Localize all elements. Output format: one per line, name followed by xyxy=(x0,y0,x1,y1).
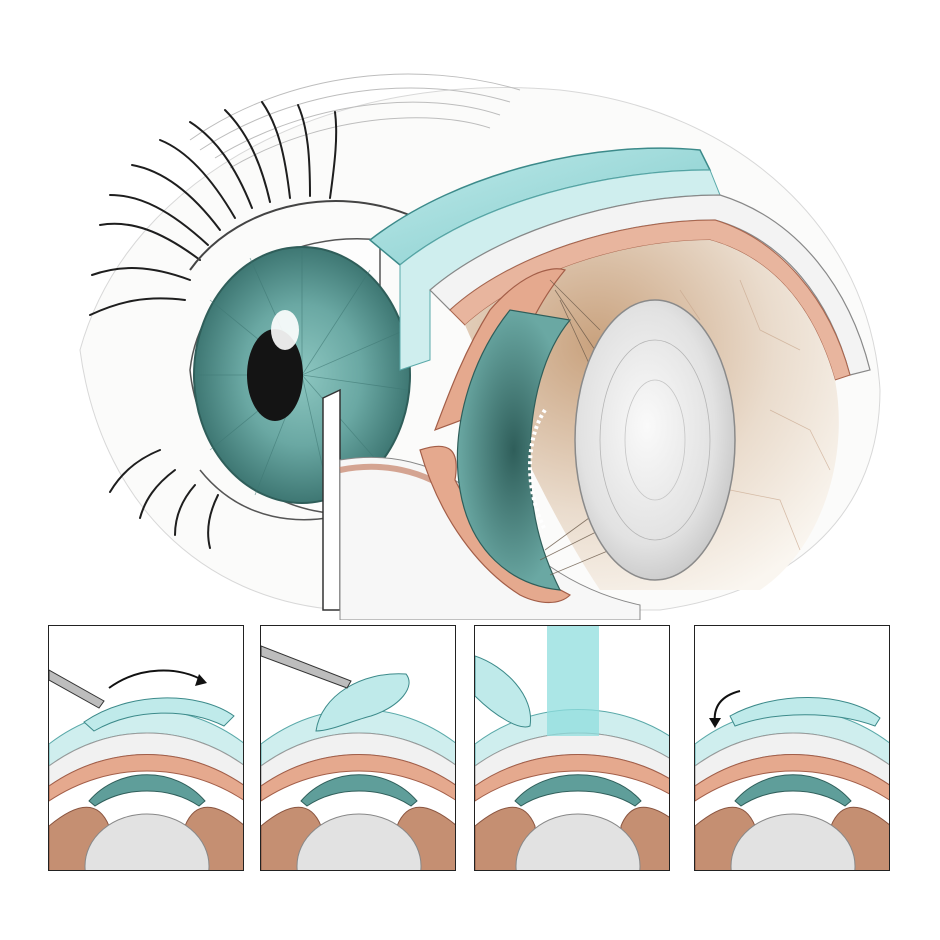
blade-icon xyxy=(49,669,105,709)
crystalline-lens-icon xyxy=(574,299,736,581)
laser-beam-icon xyxy=(547,626,599,736)
pupil-icon xyxy=(247,310,303,421)
corneal-flap-icon xyxy=(83,697,235,732)
spatula-icon xyxy=(261,645,352,689)
eye-cross-section-illustration xyxy=(79,73,881,620)
lifted-flap-icon xyxy=(315,673,410,732)
folded-flap-icon xyxy=(475,655,532,728)
curved-arrow-icon xyxy=(108,669,205,689)
step-4-panel xyxy=(694,625,890,871)
eyelashes-icon xyxy=(89,101,338,549)
step-2-panel xyxy=(260,625,456,871)
step-1-panel xyxy=(48,625,244,871)
repositioned-flap-icon xyxy=(729,697,881,727)
step-3-panel xyxy=(474,625,670,871)
